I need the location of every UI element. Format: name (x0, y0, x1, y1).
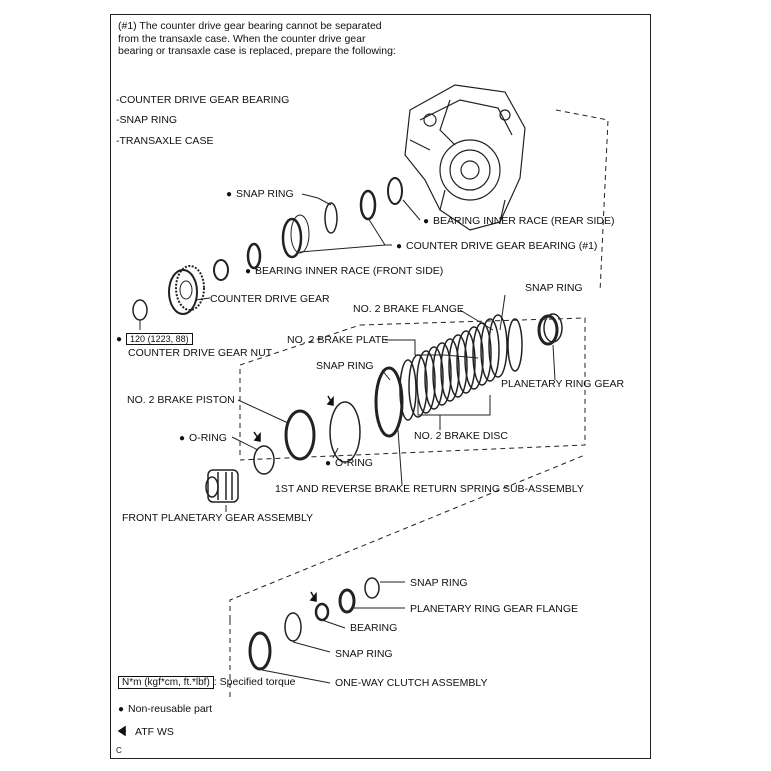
o-ring-right-drawing (329, 401, 361, 463)
note-line: from the transaxle case. When the counte… (118, 32, 366, 45)
bearing-inner-race-rear-ring (387, 177, 403, 205)
label-bearing-inner-race-rear: BEARING INNER RACE (REAR SIDE) (423, 215, 614, 228)
label-bearing: BEARING (350, 622, 398, 634)
snap-ring-low-right-drawing (364, 577, 380, 599)
label-snap-ring-low-right: SNAP RING (410, 577, 468, 589)
dash-line-low (229, 454, 586, 620)
front-planetary-gear-drawing (205, 469, 239, 503)
label-counter-drive-gear-bearing: COUNTER DRIVE GEAR BEARING (#1) (396, 240, 597, 253)
no2-brake-piston-drawing (284, 409, 316, 461)
label-o-ring-left: O-RING (179, 432, 227, 445)
legend-torque-box: N*m (kgf*cm, ft.*lbf) (118, 676, 214, 689)
torque-box: 120 (1223, 88) (126, 333, 193, 345)
label-bearing-inner-race-front: BEARING INNER RACE (FRONT SIDE) (245, 265, 443, 278)
bearing-note: (#1) The counter drive gear bearing cann… (118, 20, 396, 58)
label-counter-drive-gear: COUNTER DRIVE GEAR (210, 293, 330, 305)
label-snap-ring-right: SNAP RING (525, 282, 583, 294)
label-snap-ring-mid: SNAP RING (316, 360, 374, 372)
corner-mark: C (116, 746, 122, 755)
prepare-item: -TRANSAXLE CASE (116, 135, 214, 147)
one-way-clutch-drawing (248, 631, 272, 671)
brake-pack-drawing (374, 314, 523, 438)
label-snap-ring-top: SNAP RING (226, 188, 294, 201)
legend-non-reusable: Non-reusable part (118, 703, 212, 716)
label-torque-spec: ●120 (1223, 88) (116, 333, 193, 346)
label-return-spring: 1ST AND REVERSE BRAKE RETURN SPRING SUB-… (275, 483, 584, 495)
label-planetary-ring-gear-flange: PLANETARY RING GEAR FLANGE (410, 603, 579, 615)
o-ring-left-drawing (253, 445, 275, 475)
transaxle-case-drawing (404, 84, 526, 231)
legend-torque-desc: : Specified torque (213, 676, 296, 688)
label-counter-drive-gear-nut: COUNTER DRIVE GEAR NUT (128, 347, 273, 359)
label-no2-brake-plate: NO. 2 BRAKE PLATE (287, 334, 389, 346)
dash-line-top (555, 109, 609, 293)
note-line: bearing or transaxle case is replaced, p… (118, 45, 396, 57)
legend-torque: N*m (kgf*cm, ft.*lbf): Specified torque (118, 676, 296, 689)
prepare-item: -COUNTER DRIVE GEAR BEARING (116, 94, 290, 106)
label-no2-brake-flange: NO. 2 BRAKE FLANGE (353, 303, 464, 315)
snap-ring-top-ring (324, 202, 338, 234)
prepare-item: -SNAP RING (116, 114, 178, 126)
bearing-drawing (314, 602, 330, 622)
counter-drive-bearing-cylinder (281, 217, 303, 259)
planetary-ring-gear-flange-drawing (338, 588, 356, 614)
snap-ring-low-drawing (284, 612, 302, 642)
label-planetary-ring-gear: PLANETARY RING GEAR (501, 378, 625, 390)
label-front-planetary-gear: FRONT PLANETARY GEAR ASSEMBLY (122, 512, 314, 524)
counter-drive-gear-nut-drawing (132, 299, 148, 321)
note-line: (#1) The counter drive gear bearing cann… (118, 20, 382, 32)
label-snap-ring-low: SNAP RING (335, 648, 393, 660)
label-one-way-clutch: ONE-WAY CLUTCH ASSEMBLY (335, 677, 488, 689)
label-no2-brake-piston: NO. 2 BRAKE PISTON (127, 394, 235, 406)
label-no2-brake-disc: NO. 2 BRAKE DISC (414, 430, 508, 442)
legend-atf: ATF WS (135, 726, 174, 738)
counter-drive-bearing-ring (359, 189, 377, 221)
counter-drive-gear-drawing (168, 269, 198, 315)
diagram-frame (110, 14, 651, 759)
label-o-ring-right: O-RING (325, 457, 373, 470)
dash-line-mid (239, 317, 586, 461)
